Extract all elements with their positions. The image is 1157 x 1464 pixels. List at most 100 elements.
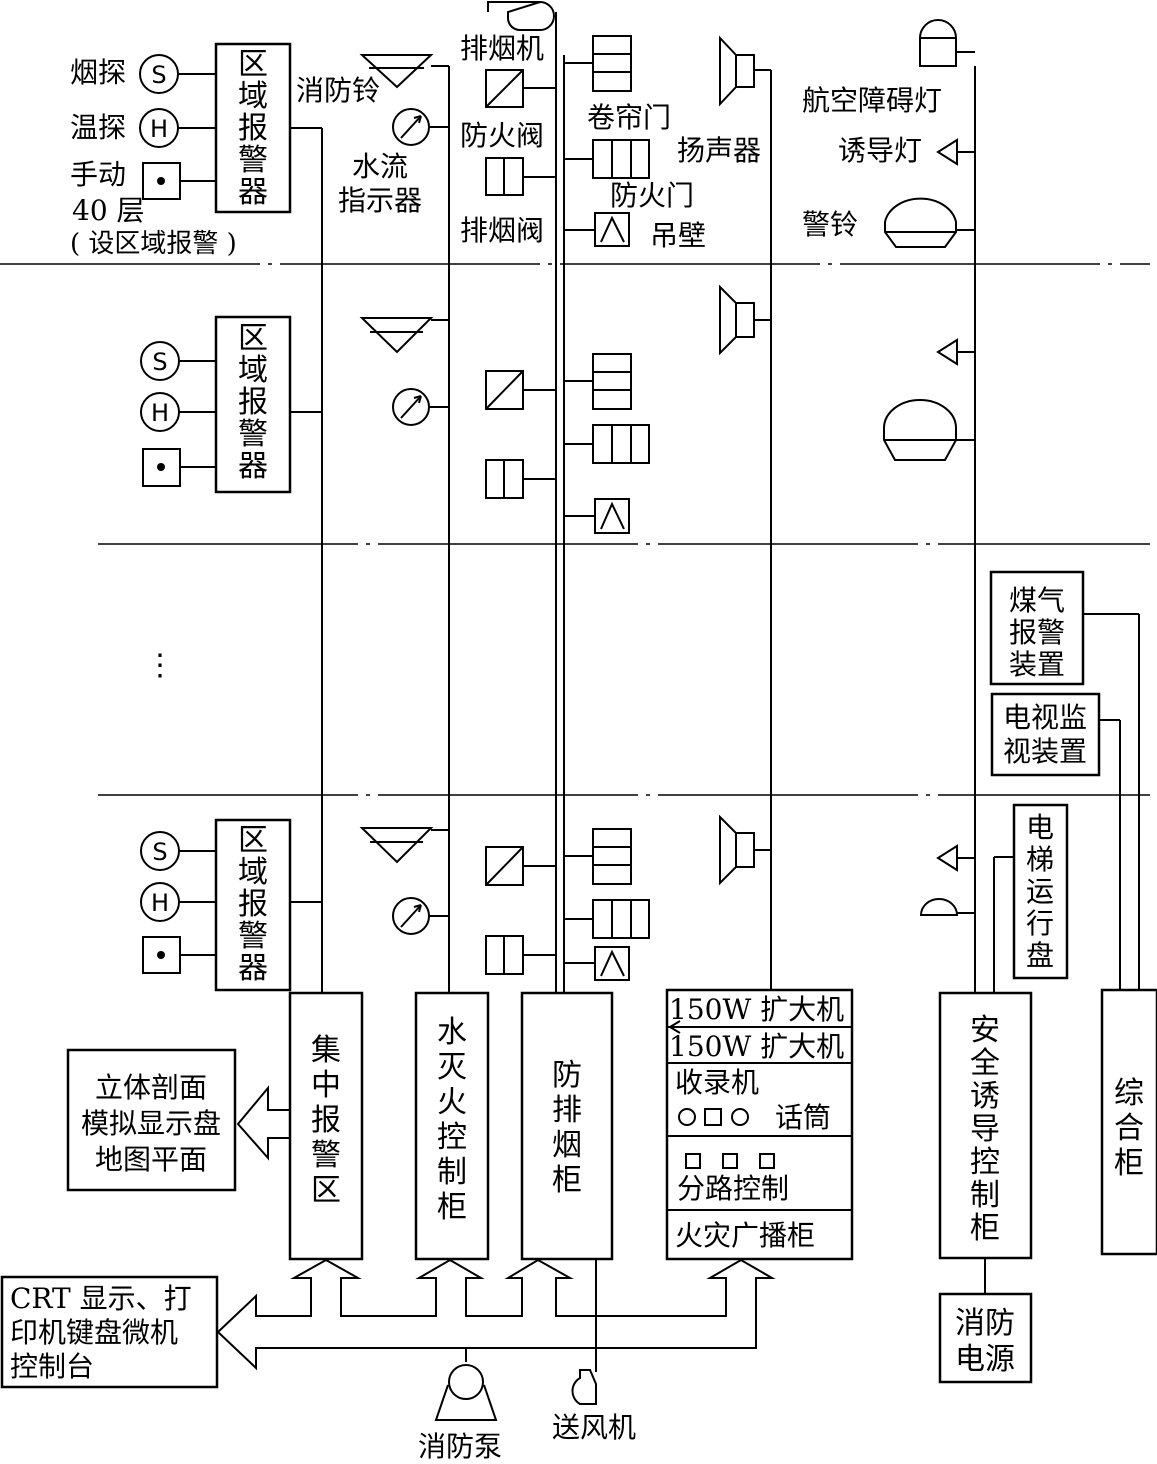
svg-text:域: 域 — [238, 79, 268, 114]
supply-fan: 送风机 — [552, 1369, 636, 1444]
svg-text:行: 行 — [1026, 907, 1054, 940]
svg-text:控制台: 控制台 — [10, 1350, 94, 1383]
arrow-left-icon — [669, 1020, 681, 1034]
speaker-icon — [719, 284, 755, 356]
floor-mid-light-group — [883, 338, 975, 461]
floor-mid-door-group — [564, 353, 650, 534]
area-alarm-box-floor40 — [214, 42, 292, 214]
svg-text:全: 全 — [970, 1046, 1000, 1081]
general-cabinet: 综 合 柜 — [1100, 988, 1157, 1256]
svg-text:报警: 报警 — [1009, 616, 1065, 649]
microphone-label: 话筒 — [775, 1101, 831, 1134]
branch-control-label: 分路控制 — [677, 1172, 789, 1205]
smoke-prevention-cabinet: 防 排 烟 柜 — [520, 991, 614, 1261]
svg-text:消防泵: 消防泵 — [418, 1430, 502, 1463]
svg-text:器: 器 — [238, 449, 268, 484]
amp2-label: 150W 扩大机 — [669, 1030, 844, 1063]
svg-text:柜: 柜 — [1114, 1146, 1144, 1181]
svg-text:电视监: 电视监 — [1003, 701, 1087, 734]
manual-label: 手动 — [70, 158, 126, 191]
amp1-label: 150W 扩大机 — [669, 993, 844, 1026]
smoke-fan-label: 排烟机 — [460, 32, 544, 65]
svg-text:制: 制 — [970, 1178, 1000, 1213]
smoke-valve-label: 排烟阀 — [460, 214, 544, 247]
guide-light-icon — [936, 338, 958, 366]
svg-text:报: 报 — [238, 111, 268, 146]
svg-text:视装置: 视装置 — [1003, 735, 1087, 768]
svg-text:警: 警 — [238, 417, 268, 452]
speaker-icon — [719, 35, 755, 107]
svg-text:盘: 盘 — [1026, 939, 1054, 972]
control-bus-arrows — [216, 1258, 776, 1371]
heat-symbol: H — [150, 115, 168, 143]
svg-text:合: 合 — [1114, 1111, 1144, 1146]
svg-text:地图平面: 地图平面 — [95, 1143, 207, 1176]
svg-text:控: 控 — [437, 1120, 467, 1155]
floor-low-door-group — [564, 828, 650, 981]
area-alarm-box-low — [214, 818, 292, 992]
fire-bell-label: 消防铃 — [296, 74, 380, 107]
svg-text:印机键盘微机: 印机键盘微机 — [10, 1316, 178, 1349]
smoke-symbol: S — [151, 61, 166, 89]
crt-console: CRT 显示、打 印机键盘微机 控制台 — [0, 1275, 219, 1389]
floor-40-water-group: 消防铃 水流 指示器 — [296, 54, 449, 217]
rolling-door-icon — [592, 35, 632, 92]
svg-text:诱: 诱 — [970, 1079, 1000, 1114]
floor-40-light-group: 航空障碍灯 诱导灯 警铃 — [802, 19, 975, 248]
fan-icon — [571, 1369, 597, 1405]
recorder-label: 收录机 — [675, 1066, 759, 1099]
smoke-fan-icon — [487, 0, 555, 31]
svg-text:烟: 烟 — [552, 1128, 582, 1163]
alarm-bell-label: 警铃 — [802, 208, 858, 241]
svg-text:柜: 柜 — [437, 1190, 467, 1225]
svg-text:水: 水 — [437, 1015, 467, 1050]
broadcast-cabinet-label: 火灾广播柜 — [675, 1219, 815, 1252]
svg-text:制: 制 — [437, 1155, 467, 1190]
svg-text:区: 区 — [238, 321, 268, 356]
set-area-alarm-label: ( 设区域报警 ) — [70, 229, 237, 259]
floor-low-water-group — [359, 827, 449, 935]
speaker-label: 扬声器 — [677, 134, 761, 167]
svg-text:CRT 显示、打: CRT 显示、打 — [10, 1282, 192, 1315]
floor-low-smoke-group — [485, 846, 556, 975]
svg-text:S: S — [152, 348, 167, 376]
pump-icon — [448, 1364, 484, 1400]
gas-alarm-device: 煤气 报警 装置 — [989, 570, 1140, 990]
svg-text:器: 器 — [238, 175, 268, 210]
floor40-label: 40 层 — [72, 194, 145, 227]
svg-text:报: 报 — [238, 385, 268, 420]
svg-text:警: 警 — [238, 919, 268, 954]
vertical-buses — [289, 12, 1014, 1372]
guide-light-label: 诱导灯 — [838, 134, 922, 167]
hanging-wall-label: 吊壁 — [650, 219, 706, 252]
fire-door-icon — [592, 899, 650, 939]
elevator-panel-device: 电 梯 运 行 盘 — [1012, 803, 1069, 980]
display-panel: 立体剖面 模拟显示盘 地图平面 — [66, 1048, 290, 1192]
floor-40-speaker-group: 扬声器 — [677, 35, 771, 167]
svg-text:煤气: 煤气 — [1009, 584, 1065, 617]
svg-text:装置: 装置 — [1009, 648, 1065, 681]
svg-text:梯: 梯 — [1026, 843, 1054, 876]
tv-monitor-device: 电视监 视装置 — [990, 692, 1121, 990]
fire-broadcast-cabinet: 150W 扩大机 150W 扩大机 收录机 话筒 分路控制 火灾广播柜 — [665, 988, 854, 1261]
floor-40-smoke-group: 排烟机 防火阀 排烟阀 — [460, 0, 556, 247]
water-flow-label-2: 指示器 — [338, 184, 422, 217]
svg-text:报: 报 — [311, 1103, 341, 1138]
svg-text:中: 中 — [311, 1068, 341, 1103]
svg-text:警: 警 — [311, 1138, 341, 1173]
water-flow-label-1: 水流 — [352, 150, 408, 183]
svg-text:导: 导 — [970, 1112, 1000, 1147]
rolling-door-icon — [592, 353, 632, 410]
svg-text:安: 安 — [970, 1013, 1000, 1048]
svg-text:H: H — [151, 889, 169, 917]
area-alarm-text-floor40: 区 域 报 警 器 — [238, 47, 268, 210]
fire-pump: 消防泵 — [418, 1348, 502, 1463]
svg-text:柜: 柜 — [552, 1163, 582, 1198]
area-alarm-text-mid: 区 域 报 警 器 — [238, 321, 268, 484]
svg-text:H: H — [151, 399, 169, 427]
bus-arrow-outline — [216, 1258, 776, 1371]
fire-bell-icon — [359, 317, 434, 354]
svg-text:运: 运 — [1026, 875, 1054, 908]
svg-text:报: 报 — [238, 887, 268, 922]
